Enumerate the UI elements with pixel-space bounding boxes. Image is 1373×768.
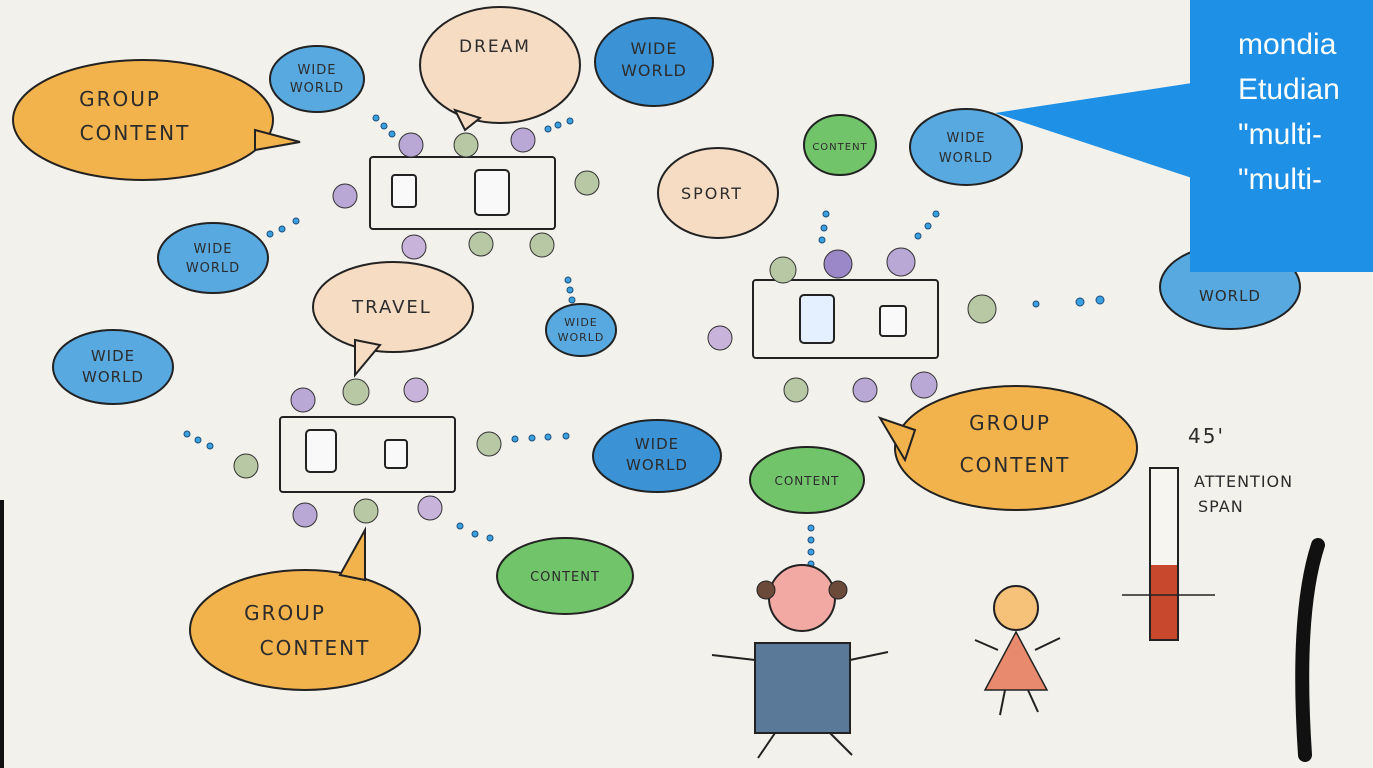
bubble-label: WIDE — [564, 316, 598, 329]
face-icon — [292, 502, 318, 528]
face-icon — [852, 377, 878, 403]
pen-stroke — [1295, 538, 1325, 762]
bubble-label: CONTENT — [774, 474, 839, 488]
content-bubble: CONTENT — [803, 114, 877, 176]
bubble-label: CONTENT — [960, 453, 1071, 477]
device-cluster-right — [707, 247, 997, 403]
wide-world-bubble: WIDE WORLD — [545, 303, 617, 357]
sport-bubble: SPORT — [657, 147, 779, 239]
tablet-icon — [474, 169, 510, 216]
content-bubble: CONTENT — [496, 537, 634, 615]
callout-line: mondia — [1238, 28, 1337, 61]
callout-pointer — [995, 83, 1192, 178]
bubble-label: CONTENT — [260, 636, 371, 660]
face-icon — [783, 377, 809, 403]
face-icon — [233, 453, 259, 479]
screen-frame — [279, 416, 456, 493]
attention-time-label: 45' — [1188, 424, 1225, 448]
phone-icon — [879, 305, 907, 337]
travel-bubble: TRAVEL — [312, 261, 474, 378]
callout-line: "multi- — [1238, 118, 1322, 151]
face-icon — [453, 132, 479, 158]
tablet-icon — [305, 429, 337, 473]
child-figure — [974, 585, 1061, 716]
bubble-label: WORLD — [558, 331, 605, 344]
dream-bubble: DREAM — [419, 6, 581, 132]
bubble-label: WORLD — [82, 368, 144, 386]
face-icon — [342, 378, 370, 406]
content-bubble: CONTENT — [749, 446, 865, 514]
face-icon — [403, 377, 429, 403]
phone-icon — [391, 174, 417, 208]
face-icon — [574, 170, 600, 196]
adult-figure — [711, 564, 889, 759]
bubble-label: GROUP — [79, 87, 161, 111]
face-icon — [707, 325, 733, 351]
face-icon — [769, 256, 797, 284]
bubble-label: WIDE — [91, 347, 135, 365]
bubble-label: DREAM — [459, 37, 531, 57]
group-content-bubble: GROUP CONTENT — [189, 526, 421, 691]
wide-world-bubble: WIDE WORLD — [269, 45, 365, 113]
device-cluster-top — [332, 127, 600, 260]
bubble-label: WIDE — [631, 39, 678, 58]
face-icon — [476, 431, 502, 457]
bubble-label: WORLD — [290, 81, 344, 96]
face-icon — [398, 132, 424, 158]
face-icon — [417, 495, 443, 521]
face-icon — [290, 387, 316, 413]
attention-label: SPAN — [1198, 497, 1244, 516]
device-cluster-bottom — [233, 377, 502, 528]
bubble-label: GROUP — [244, 601, 326, 625]
wide-world-bubble: WIDE WORLD — [594, 17, 714, 107]
face-icon — [332, 183, 358, 209]
bubble-label: WIDE — [298, 63, 337, 78]
tablet-icon — [799, 294, 835, 344]
bubble-label: CONTENT — [530, 570, 600, 585]
bubble-label: WORLD — [626, 456, 688, 474]
bubble-label: TRAVEL — [351, 297, 432, 318]
group-content-bubble: GROUP CONTENT — [877, 385, 1138, 511]
bubble-label: WORLD — [621, 61, 687, 80]
face-icon — [823, 249, 853, 279]
bubble-label: WORLD — [939, 151, 993, 166]
connector-dots — [183, 114, 1105, 568]
bubble-label: CONTENT — [812, 142, 867, 153]
face-icon — [510, 127, 536, 153]
bubble-label: WIDE — [635, 435, 679, 453]
bubble-label: GROUP — [969, 411, 1051, 435]
callout-line: Etudian — [1238, 73, 1340, 106]
face-icon — [401, 234, 427, 260]
face-icon — [910, 371, 938, 399]
bubble-label: WIDE — [947, 131, 986, 146]
phone-icon — [384, 439, 408, 469]
face-icon — [529, 232, 555, 258]
callout-line: "multi- — [1238, 163, 1322, 196]
face-icon — [967, 294, 997, 324]
callout-box: mondia Etudian "multi- "multi- — [1190, 0, 1373, 272]
face-icon — [468, 231, 494, 257]
bubble-label: CONTENT — [80, 121, 191, 145]
bubble-label: WIDE — [194, 242, 233, 257]
attention-level — [1151, 565, 1177, 639]
screen-frame — [752, 279, 939, 359]
wide-world-bubble: WIDE WORLD — [909, 108, 1023, 186]
attention-gauge: 45' ATTENTION SPAN — [1122, 424, 1293, 641]
face-icon — [353, 498, 379, 524]
face-icon — [886, 247, 916, 277]
bubble-label: SPORT — [681, 184, 743, 203]
wide-world-bubble: WIDE WORLD — [157, 222, 269, 294]
wide-world-bubble: WIDE WORLD — [52, 329, 174, 405]
bubble-label: WORLD — [186, 261, 240, 276]
attention-label: ATTENTION — [1194, 472, 1293, 491]
group-content-bubble: GROUP CONTENT — [12, 59, 301, 181]
bubble-label: WORLD — [1199, 287, 1261, 305]
wide-world-bubble: WIDE WORLD — [592, 419, 722, 493]
